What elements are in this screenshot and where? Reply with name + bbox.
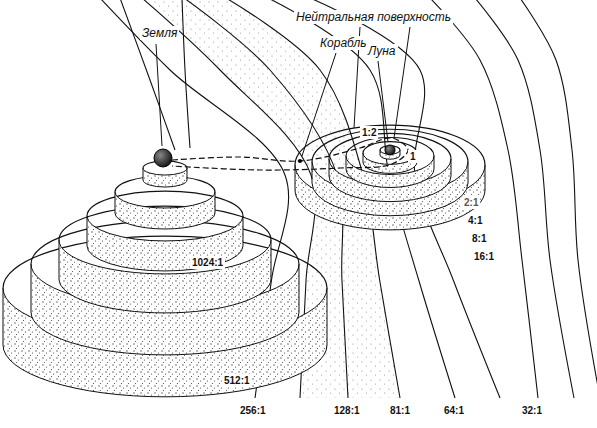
earth-shell-wall-dots [115, 192, 215, 229]
neutral-surface-label: Нейтральная поверхность [294, 10, 453, 24]
ratio-label: 256:1 [238, 404, 268, 417]
ratio-label: 2:1 [462, 196, 480, 209]
ratio-label: 8:1 [470, 232, 488, 245]
ship-trajectory [172, 138, 408, 170]
field-line [182, 0, 190, 148]
ship-label: Корабль [318, 36, 369, 50]
leader-line [378, 61, 388, 142]
ratio-label: 16:1 [472, 250, 496, 263]
earth-shell-wall [115, 192, 215, 229]
moon-shell-rim [312, 129, 468, 162]
moon-shell-rim [295, 125, 485, 165]
earth-globe [154, 149, 172, 167]
moon-label: Луна [366, 44, 398, 58]
moon-shells [295, 125, 485, 230]
earth-shell-wall-dots [143, 168, 187, 187]
moon-shell-rim [329, 133, 451, 159]
field-line [120, 0, 175, 150]
ratio-label: 128:1 [332, 404, 362, 417]
earth-shell-wall [143, 168, 187, 187]
field-line [310, 0, 500, 398]
ship-dot [298, 159, 302, 163]
ratio-label: 64:1 [442, 404, 466, 417]
ratio-label: 81:1 [388, 404, 412, 417]
leader-lines [156, 27, 410, 156]
ratio-label: 1024:1 [190, 256, 225, 269]
moon-shell-rim [346, 138, 434, 156]
ratio-label: 512:1 [222, 374, 252, 387]
earth-shells [3, 161, 327, 397]
field-line [475, 0, 574, 398]
leader-line [302, 53, 336, 156]
field-line [520, 0, 597, 398]
ratio-label: 1:2 [360, 126, 378, 139]
ratio-label: 1 [408, 150, 418, 163]
bodies [154, 138, 408, 170]
moon-globe [385, 145, 395, 155]
leader-line [156, 44, 162, 146]
ratio-label: 4:1 [466, 214, 484, 227]
earth-label: Земля [140, 26, 179, 40]
ratio-label: 32:1 [520, 404, 544, 417]
